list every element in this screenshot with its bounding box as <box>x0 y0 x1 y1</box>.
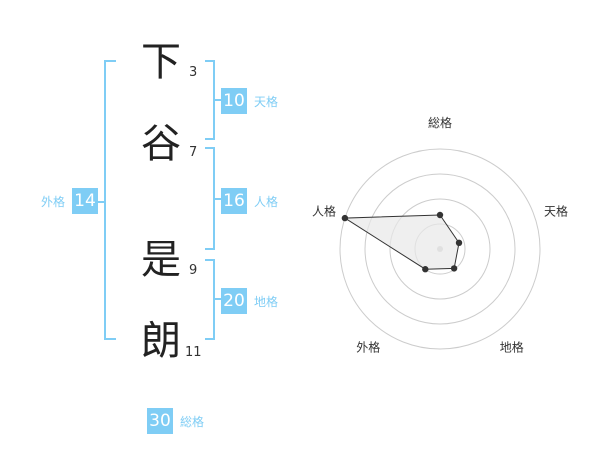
soukaku-value: 30 <box>147 408 173 434</box>
name-char-1: 下 <box>141 39 181 85</box>
stroke-count-2: 7 <box>189 145 198 160</box>
radar-axis-label-2: 天格 <box>544 203 568 218</box>
radar-point-2 <box>455 239 463 247</box>
radar-ring <box>339 148 541 350</box>
name-char-2: 谷 <box>141 121 181 167</box>
radar-point-3 <box>450 265 458 272</box>
soukaku-label: 総格 <box>180 415 205 429</box>
radar-axis-label-4: 外格 <box>356 340 380 355</box>
stroke-count-4: 11 <box>185 345 202 360</box>
stroke-count-3: 9 <box>189 263 198 278</box>
jinkaku-label: 人格 <box>254 195 279 209</box>
chikaku-value: 20 <box>221 288 247 314</box>
tenkaku-label: 天格 <box>254 95 279 109</box>
gaikaku-bracket <box>104 60 116 340</box>
radar-area <box>343 214 460 270</box>
jinkaku-value: 16 <box>221 188 247 214</box>
stroke-count-1: 3 <box>189 65 198 80</box>
radar-axis-label-1: 総格 <box>428 115 452 130</box>
radar-point-4 <box>422 266 429 273</box>
name-char-3: 是 <box>141 237 181 283</box>
name-char-4: 朗 <box>141 318 181 364</box>
radar-axis-label-5: 人格 <box>312 203 336 218</box>
radar-point-5 <box>341 214 349 222</box>
gaikaku-value: 14 <box>72 188 98 214</box>
chikaku-label: 地格 <box>254 295 279 309</box>
gaikaku-label: 外格 <box>41 195 66 209</box>
radar-ring <box>364 173 516 325</box>
tenkaku-value: 10 <box>221 88 247 114</box>
radar-point-1 <box>436 211 444 219</box>
radar-ring <box>389 198 491 300</box>
radar-axis-label-3: 地格 <box>500 340 524 355</box>
